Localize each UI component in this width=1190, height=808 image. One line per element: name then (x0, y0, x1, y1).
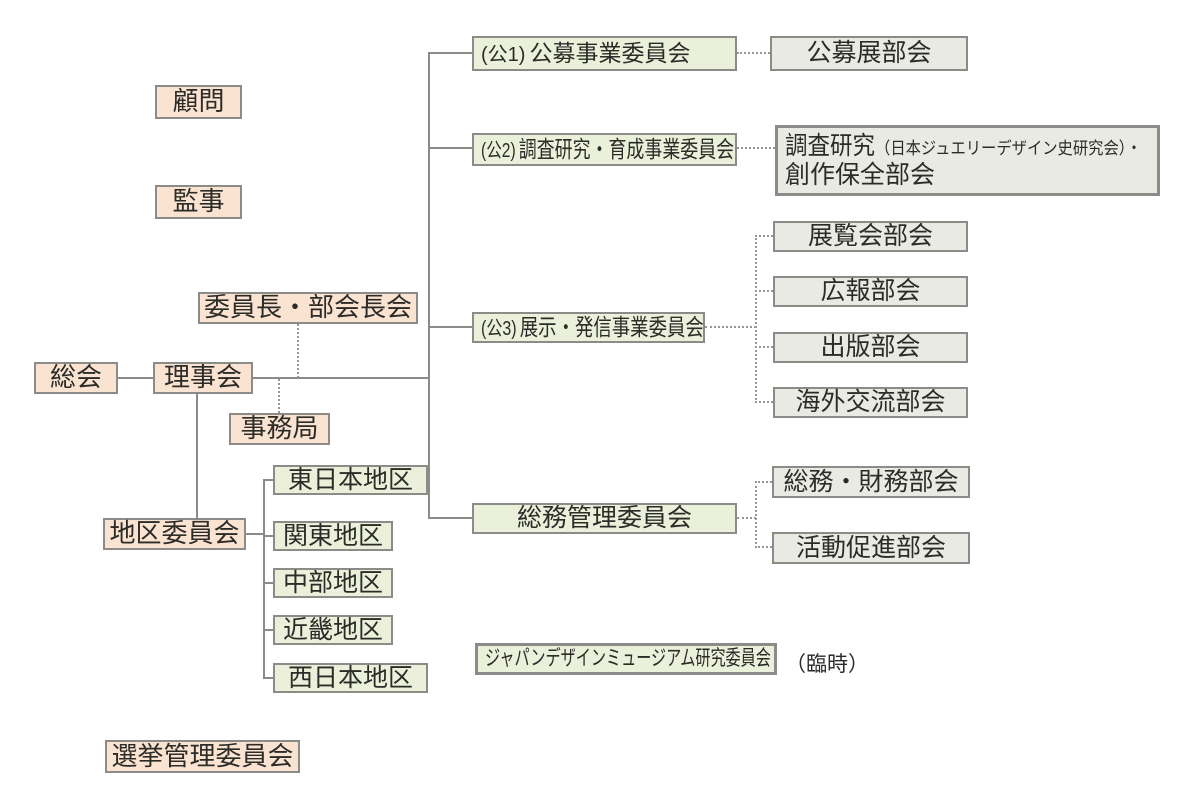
connector-trunk-ko1 (428, 52, 474, 54)
connector-stub-east-japan (263, 479, 275, 481)
connector-dotted-stub-activity-promotion (755, 546, 772, 548)
node-board-of-directors-label: 理事会 (163, 362, 242, 393)
node-exhibition-subcommittee-label: 展覧会部会 (807, 222, 933, 251)
node-ko2-committee-label: (公2)調査研究・育成事業委員会 (481, 136, 734, 163)
connector-dotted-ko1-subcommittee (737, 52, 770, 54)
node-ko2-prefix: (公2) (481, 140, 516, 162)
connector-trunk-ko3 (428, 326, 474, 328)
connector-assembly-board (118, 377, 153, 379)
node-activity-promotion-subcommittee: 活動促進部会 (772, 532, 970, 564)
connector-dotted-stub-exhibition (755, 235, 773, 237)
connector-dotted-ko3-branch (705, 326, 756, 328)
connector-stub-kinki (263, 629, 275, 631)
node-publishing-subcommittee-label: 出版部会 (820, 333, 921, 362)
node-general-finance-subcommittee: 総務・財務部会 (772, 466, 970, 498)
node-kobo-exhibition-subcommittee-label: 公募展部会 (806, 39, 932, 68)
node-international-exchange-subcommittee: 海外交流部会 (773, 387, 968, 418)
connector-stub-chubu (263, 582, 275, 584)
node-japan-design-museum-committee: ジャパンデザインミュージアム研究委員会 (475, 643, 777, 675)
node-district-committee-label: 地区委員会 (109, 518, 240, 549)
node-secretariat-label: 事務局 (240, 413, 319, 444)
connector-district-committee-branch (246, 533, 265, 535)
node-international-exchange-subcommittee-label: 海外交流部会 (795, 388, 946, 417)
node-research-line1-small: （日本ジュエリーデザイン史研究会）・ (875, 138, 1142, 158)
connector-trunk-general-affairs (428, 517, 474, 519)
node-research-line1-main: 調査研究 (785, 131, 876, 160)
connector-dotted-stub-publishing (755, 346, 773, 348)
connector-trunk-vertical (428, 52, 430, 519)
connector-dotted-secretariat (278, 379, 280, 413)
node-district-kinki-label: 近畿地区 (282, 615, 383, 644)
node-ko3-committee-label: (公3)展示・発信事業委員会 (481, 314, 704, 341)
node-ko2-committee: (公2)調査研究・育成事業委員会 (472, 133, 737, 166)
node-general-assembly: 総会 (34, 362, 118, 394)
node-japan-design-museum-committee-label: ジャパンデザインミュージアム研究委員会 (485, 646, 771, 670)
node-research-preservation-line2: 創作保全部会 (785, 160, 936, 189)
connector-dotted-ko3-vertical (755, 235, 757, 403)
node-ko3-text: 展示・発信事業委員会 (519, 314, 704, 340)
connector-board-trunk (253, 377, 430, 379)
node-pr-subcommittee-label: 広報部会 (820, 277, 921, 306)
connector-dotted-general-affairs-branch (737, 517, 756, 519)
node-district-chubu-label: 中部地区 (282, 568, 383, 597)
connector-stub-west-japan (263, 677, 275, 679)
node-election-committee: 選挙管理委員会 (105, 740, 300, 773)
node-auditor: 監事 (155, 185, 242, 219)
node-chairpersons-council: 委員長・部会長会 (198, 292, 418, 324)
node-ko1-committee-label: (公1)公募事業委員会 (481, 40, 690, 67)
node-activity-promotion-subcommittee-label: 活動促進部会 (795, 533, 946, 562)
connector-dotted-chairpersons (297, 324, 299, 378)
node-ko1-text: 公募事業委員会 (529, 40, 691, 66)
node-ko1-prefix: (公1) (481, 44, 526, 66)
connector-dotted-ko2-subcommittee (737, 147, 775, 149)
connector-stub-kanto (263, 535, 275, 537)
connector-districts-vertical (263, 479, 265, 679)
connector-dotted-stub-international (755, 401, 773, 403)
node-district-west-japan-label: 西日本地区 (287, 663, 413, 692)
node-district-kinki: 近畿地区 (273, 615, 393, 645)
node-ko3-committee: (公3)展示・発信事業委員会 (472, 312, 705, 343)
node-ko1-committee: (公1)公募事業委員会 (472, 36, 737, 71)
node-general-affairs-committee-label: 総務管理委員会 (516, 504, 692, 533)
node-publishing-subcommittee: 出版部会 (773, 332, 968, 363)
connector-dotted-stub-general-finance (755, 481, 772, 483)
node-advisor-label: 顧問 (172, 86, 225, 117)
node-district-kanto-label: 関東地区 (282, 521, 383, 550)
node-district-committee: 地区委員会 (103, 518, 246, 550)
node-exhibition-subcommittee: 展覧会部会 (773, 221, 968, 252)
node-ko3-prefix: (公3) (481, 318, 517, 340)
node-research-preservation-line1: 調査研究（日本ジュエリーデザイン史研究会）・ (785, 132, 1142, 161)
node-pr-subcommittee: 広報部会 (773, 276, 968, 307)
connector-dotted-stub-pr (755, 290, 773, 292)
node-kobo-exhibition-subcommittee: 公募展部会 (770, 36, 968, 71)
japan-design-museum-note: （臨時） (785, 653, 869, 676)
node-district-kanto: 関東地区 (273, 521, 393, 551)
node-election-committee-label: 選挙管理委員会 (111, 740, 294, 771)
node-chairpersons-council-label: 委員長・部会長会 (203, 292, 412, 323)
connector-dotted-general-affairs-vertical (755, 481, 757, 548)
node-auditor-label: 監事 (172, 186, 225, 217)
node-ko2-text: 調査研究・育成事業委員会 (518, 136, 735, 162)
connector-board-district-committee (196, 394, 198, 518)
node-advisor: 顧問 (155, 85, 242, 119)
node-district-east-japan-label: 東日本地区 (287, 465, 413, 494)
node-board-of-directors: 理事会 (153, 362, 253, 394)
node-general-affairs-committee: 総務管理委員会 (472, 503, 737, 534)
node-district-east-japan: 東日本地区 (273, 465, 428, 495)
node-district-chubu: 中部地区 (273, 568, 393, 598)
node-district-west-japan: 西日本地区 (273, 663, 428, 693)
node-research-preservation-subcommittee: 調査研究（日本ジュエリーデザイン史研究会）・ 創作保全部会 (775, 125, 1160, 196)
node-secretariat: 事務局 (229, 413, 330, 445)
node-general-assembly-label: 総会 (49, 362, 102, 393)
node-general-finance-subcommittee-label: 総務・財務部会 (783, 467, 959, 496)
connector-trunk-ko2 (428, 147, 474, 149)
